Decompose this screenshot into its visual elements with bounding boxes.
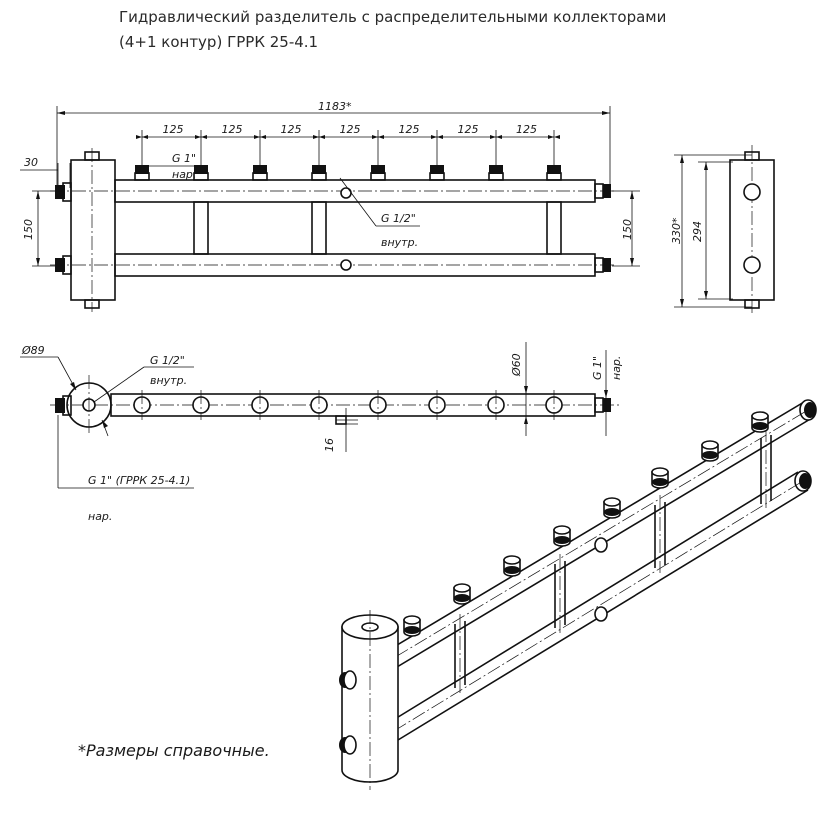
dim-spacing-125: 125	[340, 123, 361, 136]
label-thread-g1-top: G 1"	[172, 152, 196, 165]
label-thread-vnutr-front: внутр.	[381, 236, 418, 249]
side-view: 330* 294	[670, 145, 775, 315]
label-thread-vnutr-plan: внутр.	[150, 374, 187, 387]
dim-spacing-125: 125	[163, 123, 184, 136]
dim-spacing-125: 125	[458, 123, 479, 136]
dim-spacing-125: 125	[516, 123, 537, 136]
label-thread-g12-plan: G 1/2"	[150, 354, 185, 367]
front-view: 1183* 125 125 125 125 125 125 125 30 150	[20, 100, 640, 312]
title-line-1: Гидравлический разделитель с распределит…	[119, 8, 666, 26]
dim-spacing-125: 125	[281, 123, 302, 136]
dim-side-height-330: 330*	[670, 217, 683, 244]
dim-overall-length: 1183*	[318, 100, 352, 113]
dim-height-150-left: 150	[22, 219, 35, 240]
dim-side-height-294: 294	[691, 221, 704, 242]
plan-view: Ø89 G 1/2" внутр. Ø60 G 1" нар. 16 G 1" …	[20, 342, 623, 523]
dim-16: 16	[323, 438, 336, 452]
footnote-reference-dimensions: *Размеры справочные.	[78, 741, 270, 760]
dim-spacing-125: 125	[399, 123, 420, 136]
isometric-view	[339, 399, 817, 790]
dim-spacing-125: 125	[222, 123, 243, 136]
dim-height-150-right: 150	[621, 219, 634, 240]
dim-diameter-89: Ø89	[21, 344, 45, 357]
label-thread-g1-right: G 1"	[591, 356, 604, 380]
label-thread-nar-model: нар.	[88, 510, 112, 523]
label-thread-g12-front: G 1/2"	[381, 212, 416, 225]
label-thread-g1-model: G 1" (ГРРК 25-4.1)	[88, 474, 190, 487]
label-thread-nar-top: нар.	[172, 168, 196, 181]
title-line-2: (4+1 контур) ГРРК 25-4.1	[119, 33, 318, 51]
label-thread-nar-right: нар.	[610, 356, 623, 380]
dim-offset-30: 30	[24, 156, 38, 169]
dim-diameter-60: Ø60	[510, 353, 523, 377]
